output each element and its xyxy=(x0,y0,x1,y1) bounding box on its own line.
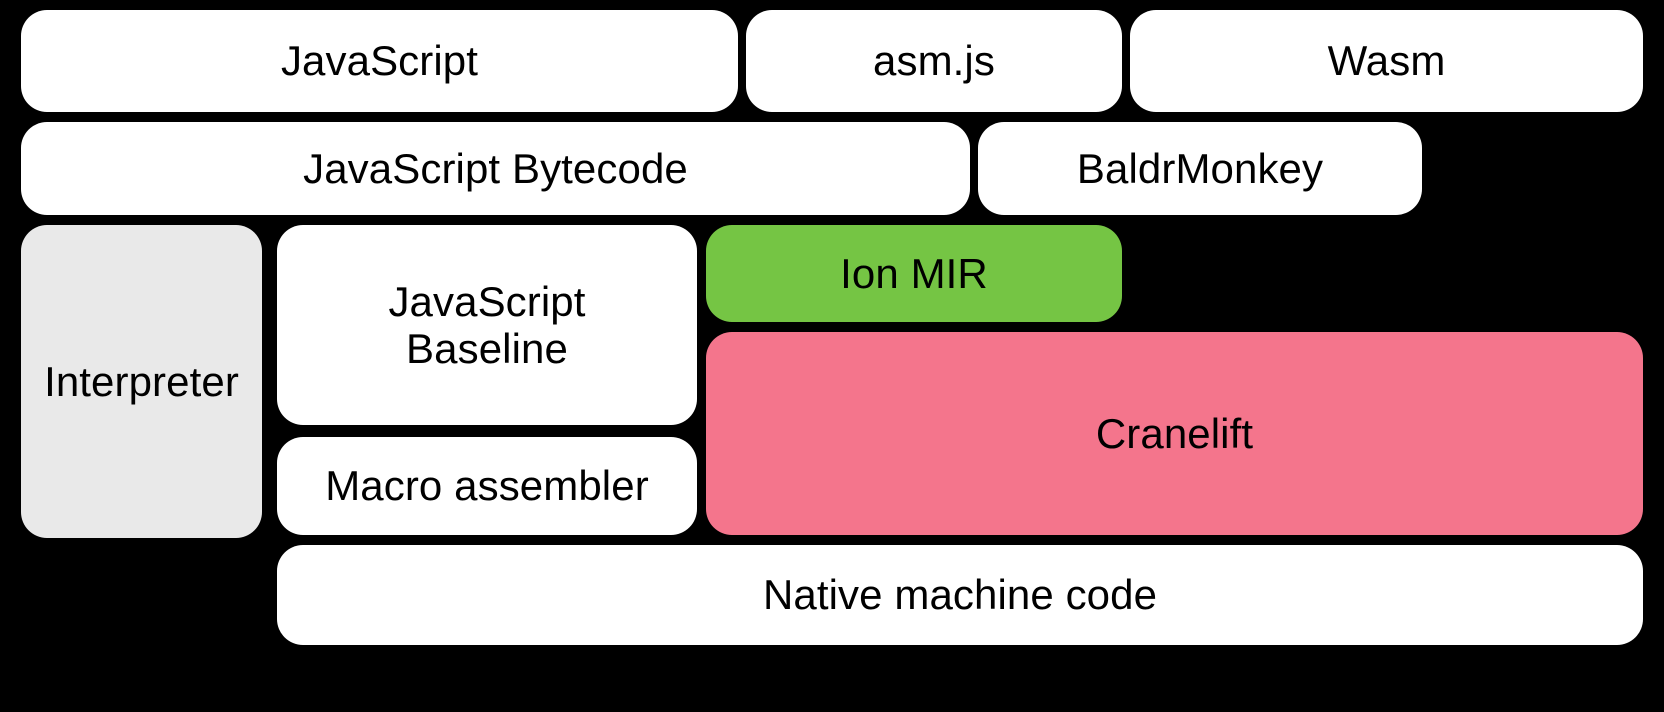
node-javascript-bytecode-label: JavaScript Bytecode xyxy=(303,144,688,192)
node-asm-js-label: asm.js xyxy=(873,37,995,85)
node-wasm-label: Wasm xyxy=(1327,37,1446,85)
node-cranelift: Cranelift xyxy=(706,332,1643,535)
node-ion-mir-label: Ion MIR xyxy=(840,249,988,297)
node-baldrmonkey-label: BaldrMonkey xyxy=(1076,144,1324,192)
node-baldrmonkey: BaldrMonkey xyxy=(978,122,1422,215)
node-interpreter: Interpreter xyxy=(21,225,262,538)
node-macro-assembler-label: Macro assembler xyxy=(325,462,649,510)
node-asm-js: asm.js xyxy=(746,10,1122,112)
node-javascript-bytecode: JavaScript Bytecode xyxy=(21,122,970,215)
node-ion-mir: Ion MIR xyxy=(706,225,1122,322)
node-javascript: JavaScript xyxy=(21,10,738,112)
node-macro-assembler: Macro assembler xyxy=(277,437,697,535)
node-javascript-baseline-label: JavaScript Baseline xyxy=(388,277,586,372)
node-native-machine-code-label: Native machine code xyxy=(762,571,1158,619)
node-javascript-label: JavaScript xyxy=(280,37,479,85)
node-javascript-baseline: JavaScript Baseline xyxy=(277,225,697,425)
node-wasm: Wasm xyxy=(1130,10,1643,112)
node-interpreter-label: Interpreter xyxy=(44,357,239,405)
node-cranelift-label: Cranelift xyxy=(1095,409,1254,457)
node-native-machine-code: Native machine code xyxy=(277,545,1643,645)
